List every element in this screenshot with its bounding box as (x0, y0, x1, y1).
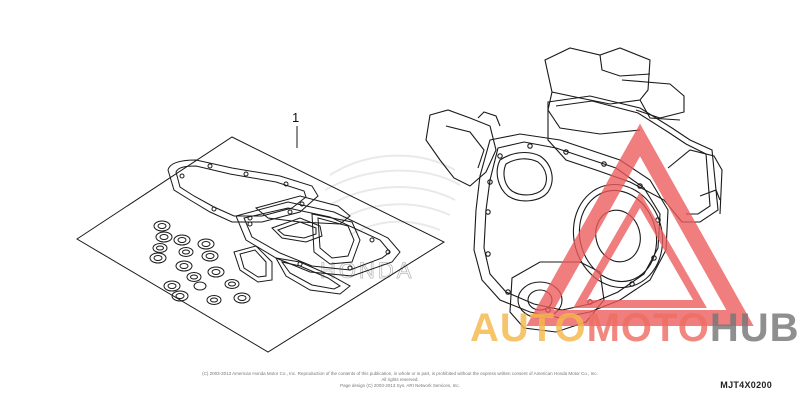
copyright-line-1: (C) 2003-2013 American Honda Motor Co., … (202, 371, 598, 382)
copyright-line-2: Page design (C) 2003-2013 Sys. ARI Netwo… (340, 383, 460, 388)
gasket-kit-sheet (76, 126, 446, 353)
honda-wing-logo (324, 154, 461, 236)
part-callout-number: 1 (292, 110, 300, 125)
diagram-code: MJT4X0200 (720, 380, 772, 390)
watermark-part3: HUB (709, 306, 800, 350)
o-ring-seals (149, 220, 251, 305)
watermark-part1: AUTO (470, 306, 587, 350)
watermark-triangle-logo (526, 123, 754, 326)
oil-pan-gasket (233, 195, 401, 295)
engine-assembly (425, 47, 723, 333)
watermark-part2: MOTO (586, 306, 710, 350)
copyright-notice: (C) 2003-2013 American Honda Motor Co., … (200, 371, 600, 389)
watermark-text: AUTOMOTOHUB (470, 308, 800, 348)
honda-logo-text: HONDA (320, 258, 414, 283)
cover-gasket (167, 159, 319, 223)
